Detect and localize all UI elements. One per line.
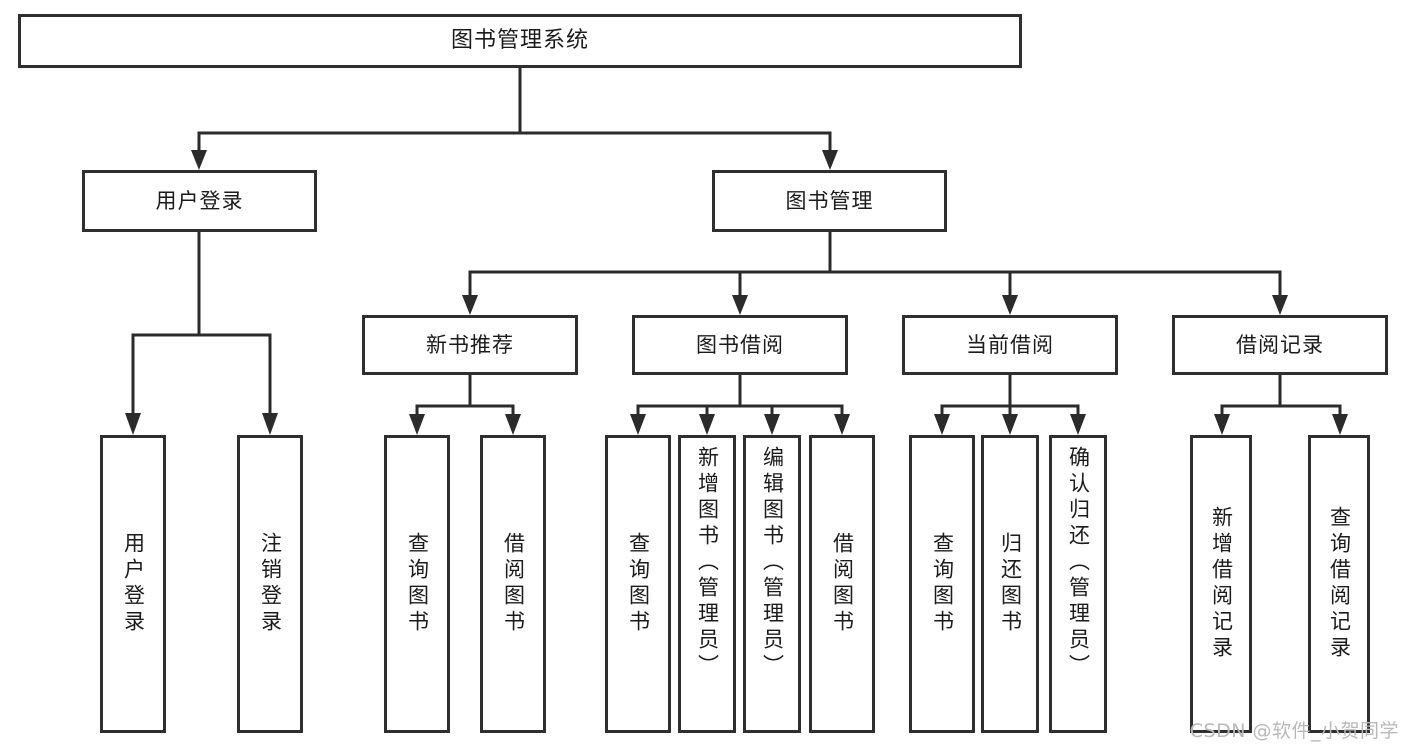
arrow-bb-3 (764, 414, 780, 435)
arrow-leaf-user-login (125, 413, 141, 435)
arrow-cb-1 (934, 414, 950, 435)
node-book-borrow[interactable]: 图书借阅 (632, 315, 848, 375)
arrow-br-2 (1332, 414, 1348, 435)
node-new-book-recommend[interactable]: 新书推荐 (362, 315, 578, 375)
arrow-new-book (462, 295, 478, 315)
leaf-query-book-2-label: 查询图书 (626, 532, 651, 636)
node-borrow-record-label: 借阅记录 (1236, 332, 1324, 357)
leaf-add-book[interactable]: 新增图书（管理员） (678, 435, 736, 733)
node-borrow-record[interactable]: 借阅记录 (1172, 315, 1388, 375)
leaf-logout-login-label: 注销登录 (258, 532, 283, 636)
leaf-borrow-book-1-label: 借阅图书 (501, 532, 526, 636)
arrow-br-1 (1214, 414, 1230, 435)
node-current-borrow-label: 当前借阅 (966, 332, 1054, 357)
leaf-add-book-label: 新增图书（管理员） (695, 446, 720, 680)
leaf-query-book-1[interactable]: 查询图书 (384, 435, 450, 733)
node-current-borrow[interactable]: 当前借阅 (902, 315, 1118, 375)
leaf-return-book-label: 归还图书 (998, 532, 1023, 636)
arrow-nb-1 (409, 414, 425, 435)
node-book-borrow-label: 图书借阅 (696, 332, 784, 357)
arrow-bb-2 (699, 414, 715, 435)
arrow-book-manage (822, 150, 838, 170)
leaf-borrow-book-1[interactable]: 借阅图书 (480, 435, 546, 733)
node-root-label: 图书管理系统 (450, 28, 589, 54)
leaf-edit-book[interactable]: 编辑图书（管理员） (743, 435, 801, 733)
leaf-query-record-label: 查询借阅记录 (1327, 506, 1352, 662)
leaf-query-book-2[interactable]: 查询图书 (605, 435, 671, 733)
watermark: CSDN @软件_小贺同学 (1189, 720, 1399, 742)
arrow-current-borrow (1002, 295, 1018, 315)
node-root[interactable]: 图书管理系统 (18, 14, 1022, 68)
arrow-user-login (191, 150, 207, 170)
arrow-bb-4 (834, 414, 850, 435)
node-book-manage[interactable]: 图书管理 (712, 170, 947, 232)
leaf-add-record-label: 新增借阅记录 (1209, 506, 1234, 662)
arrow-cb-2 (1002, 414, 1018, 435)
node-user-login[interactable]: 用户登录 (82, 170, 317, 232)
leaf-edit-book-label: 编辑图书（管理员） (760, 446, 785, 680)
leaf-query-book-1-label: 查询图书 (405, 532, 430, 636)
leaf-query-book-3-label: 查询图书 (930, 532, 955, 636)
node-new-book-recommend-label: 新书推荐 (426, 332, 514, 357)
arrow-borrow-record (1272, 295, 1288, 315)
node-user-login-label: 用户登录 (155, 188, 244, 213)
leaf-add-record[interactable]: 新增借阅记录 (1190, 435, 1252, 733)
arrow-nb-2 (505, 414, 521, 435)
leaf-logout-login[interactable]: 注销登录 (237, 435, 303, 733)
leaf-return-book[interactable]: 归还图书 (981, 435, 1039, 733)
node-book-manage-label: 图书管理 (785, 188, 874, 213)
arrow-book-borrow (732, 295, 748, 315)
leaf-user-login-label: 用户登录 (121, 532, 146, 636)
arrow-cb-3 (1070, 414, 1086, 435)
leaf-borrow-book-2[interactable]: 借阅图书 (809, 435, 875, 733)
leaf-user-login[interactable]: 用户登录 (100, 435, 166, 733)
leaf-borrow-book-2-label: 借阅图书 (830, 532, 855, 636)
arrow-leaf-logout (262, 413, 278, 435)
arrow-bb-1 (630, 414, 646, 435)
leaf-query-book-3[interactable]: 查询图书 (909, 435, 975, 733)
leaf-query-record[interactable]: 查询借阅记录 (1308, 435, 1370, 733)
leaf-confirm-return-label: 确认归还（管理员） (1066, 446, 1091, 680)
leaf-confirm-return[interactable]: 确认归还（管理员） (1049, 435, 1107, 733)
